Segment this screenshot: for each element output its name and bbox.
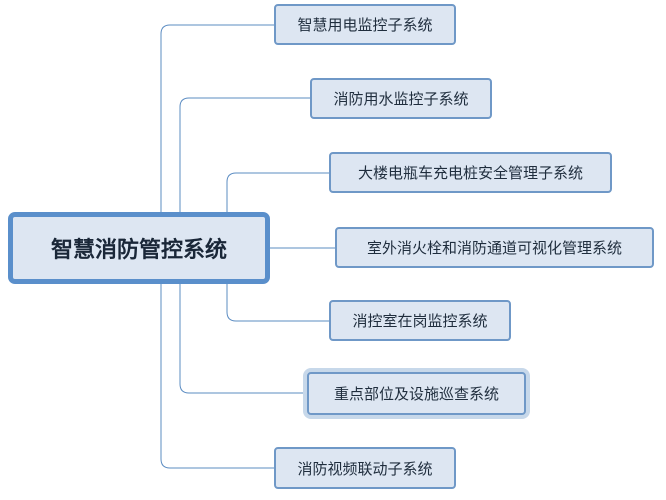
- branch-node-hydrant-passage[interactable]: 室外消火栓和消防通道可视化管理系统: [335, 227, 654, 268]
- root-label: 智慧消防管控系统: [50, 238, 227, 263]
- branch-label: 重点部位及设施巡查系统: [333, 385, 499, 403]
- branch-label: 消控室在岗监控系统: [352, 312, 488, 330]
- root-node[interactable]: 智慧消防管控系统: [8, 212, 270, 284]
- connector-branch-2: [179, 97, 310, 212]
- branch-label: 室外消火栓和消防通道可视化管理系统: [366, 239, 622, 257]
- connector-branch-6: [179, 284, 307, 394]
- branch-node-ebike-charging[interactable]: 大楼电瓶车充电桩安全管理子系统: [329, 152, 612, 193]
- branch-label: 智慧用电监控子系统: [297, 16, 433, 34]
- branch-node-video-linkage[interactable]: 消防视频联动子系统: [274, 447, 456, 489]
- branch-node-smart-electricity[interactable]: 智慧用电监控子系统: [274, 4, 456, 45]
- branch-node-key-inspection[interactable]: 重点部位及设施巡查系统: [307, 372, 526, 415]
- connector-branch-3: [226, 172, 329, 212]
- branch-label: 消防用水监控子系统: [333, 90, 469, 108]
- connector-branch-1: [160, 24, 274, 212]
- connector-branch-7: [160, 284, 274, 469]
- branch-label: 大楼电瓶车充电桩安全管理子系统: [357, 164, 583, 182]
- connector-branch-5: [226, 284, 329, 322]
- branch-node-control-room[interactable]: 消控室在岗监控系统: [329, 300, 511, 341]
- branch-node-fire-water[interactable]: 消防用水监控子系统: [310, 78, 492, 119]
- branch-label: 消防视频联动子系统: [297, 459, 433, 478]
